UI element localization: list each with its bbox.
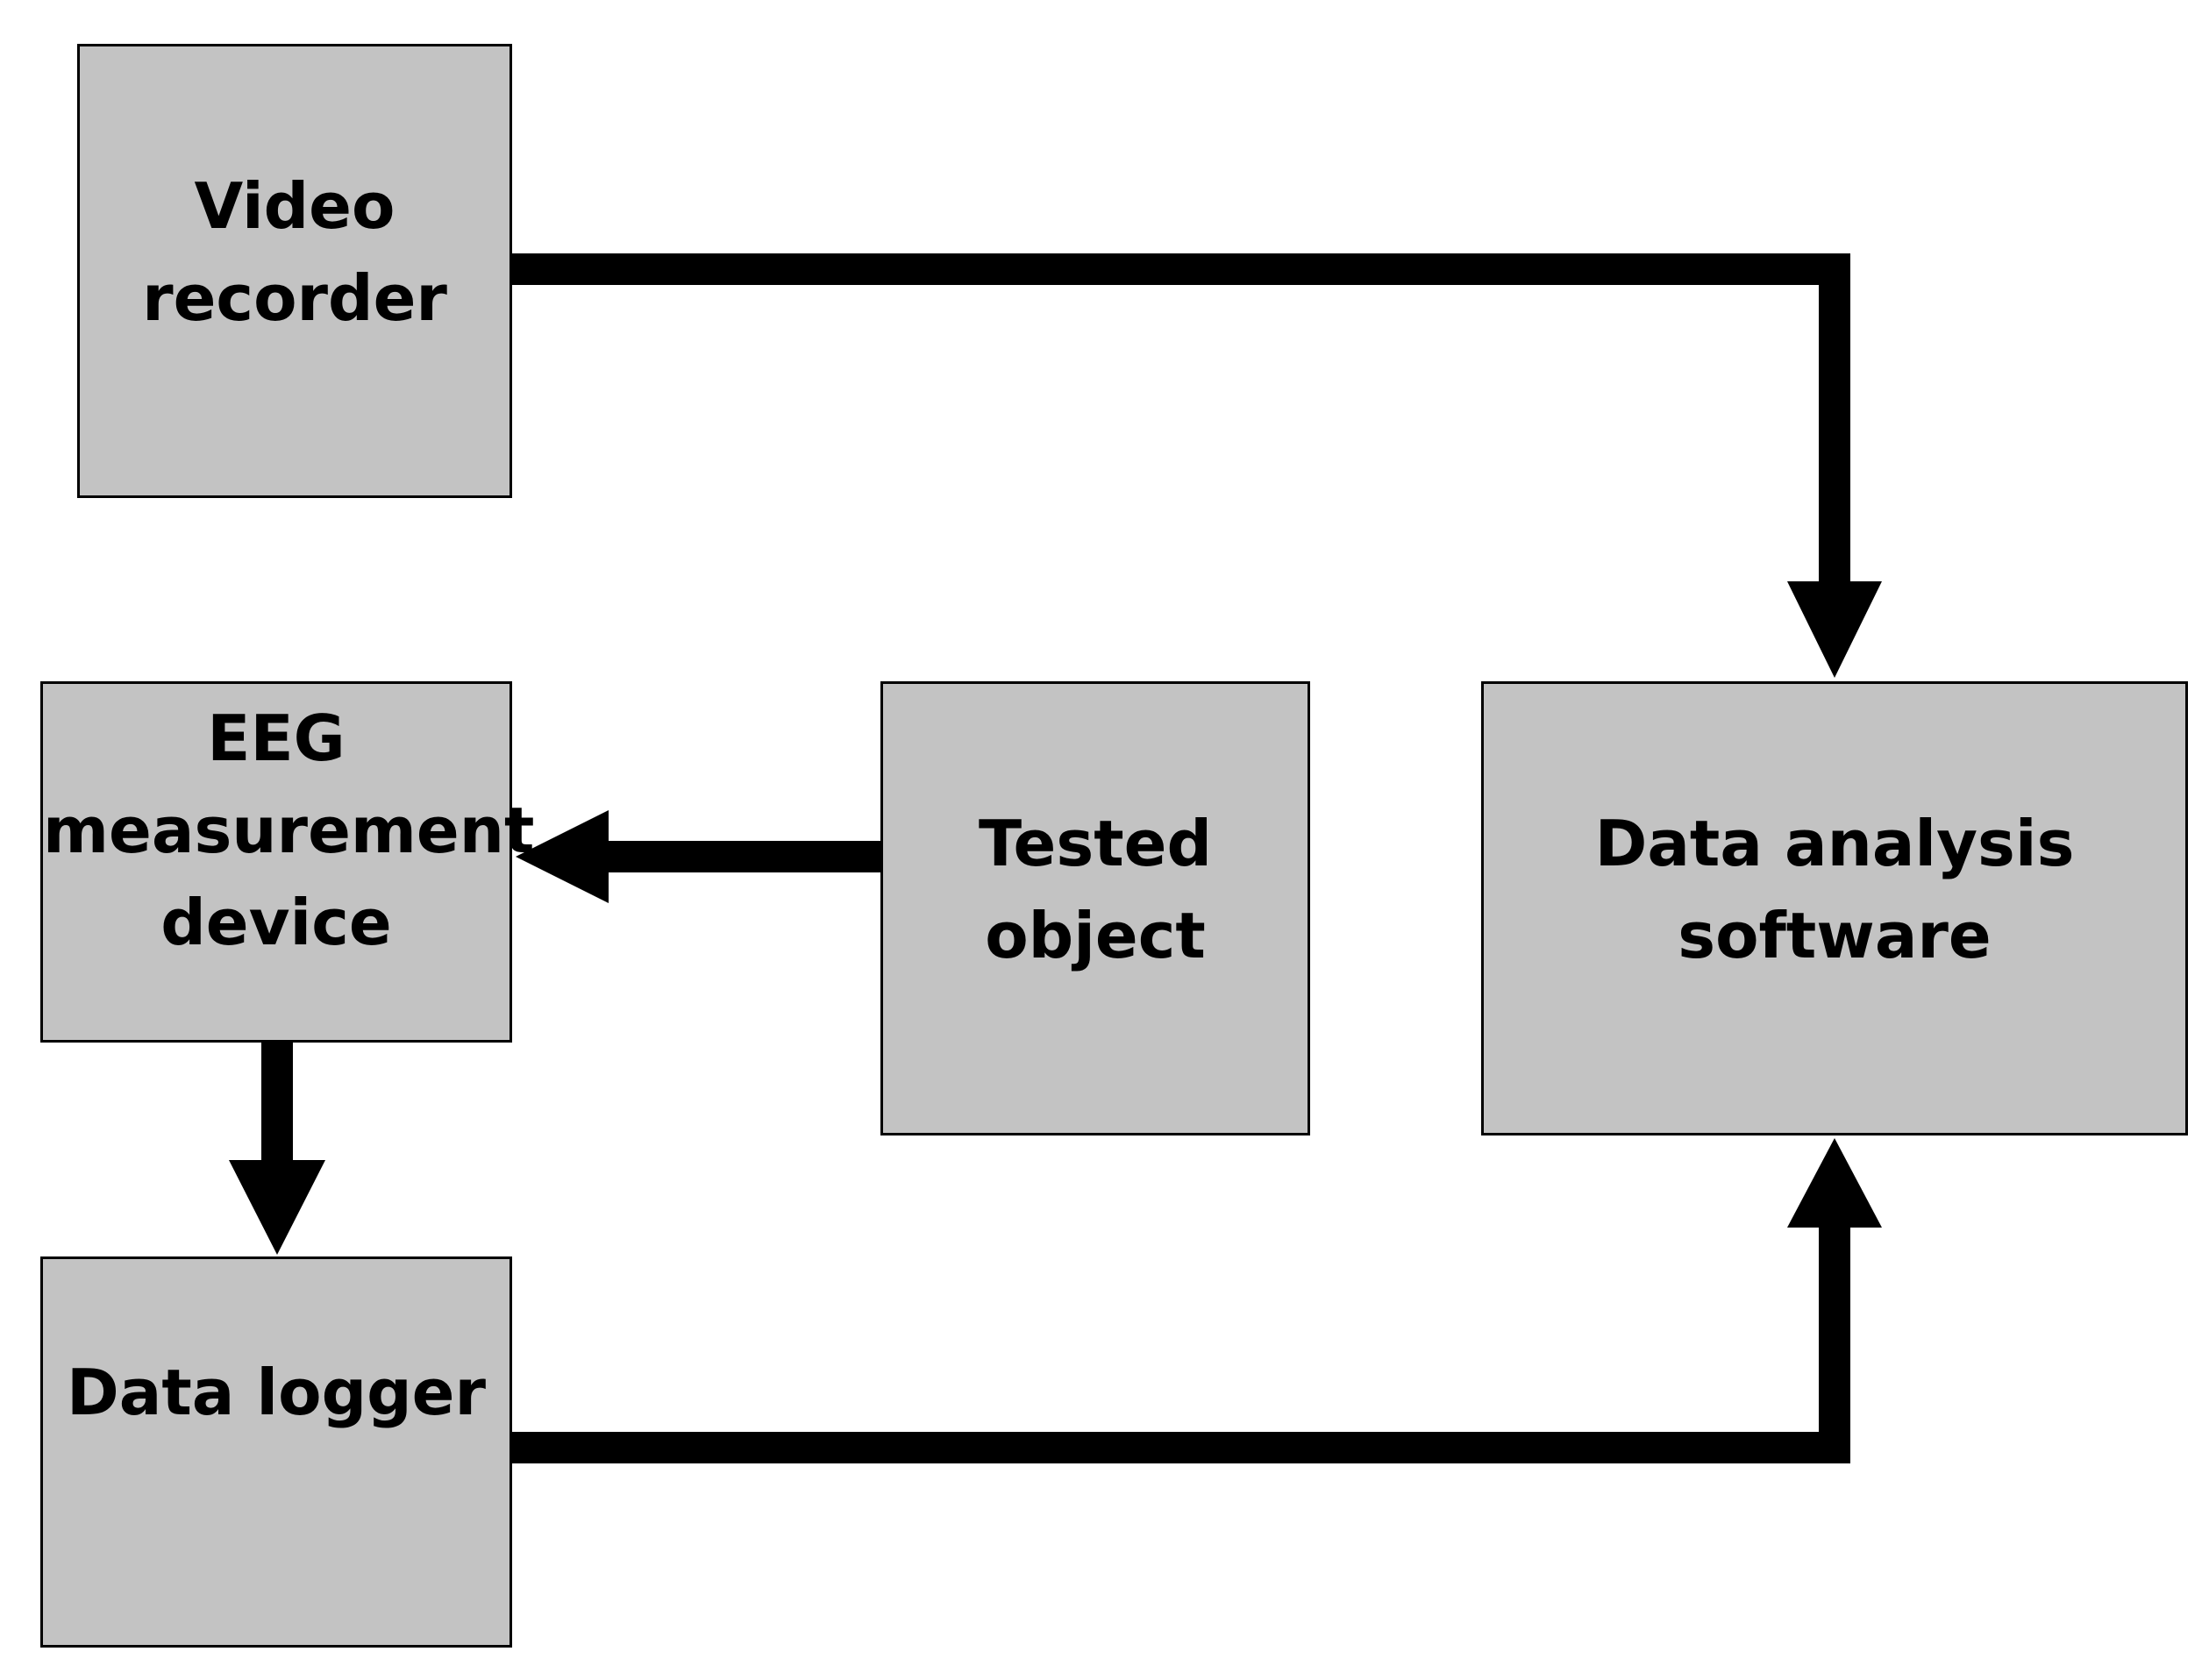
arrowhead-down-icon <box>229 1160 325 1255</box>
arrowhead-left-icon <box>516 810 609 903</box>
arrow-video-to-analysis <box>512 253 1850 587</box>
eeg-measurement-device-block: EEG measurement device <box>40 681 535 1043</box>
block-label-line: software <box>1678 899 1992 972</box>
arrowhead-up-icon <box>1787 1138 1882 1228</box>
data-logger-block: Data logger <box>40 1256 512 1648</box>
data-analysis-software-block: Data analysis software <box>1481 681 2188 1135</box>
block-label-line: Video <box>194 169 395 243</box>
block-label-line: Data analysis <box>1594 807 2075 880</box>
block-label-line: measurement <box>43 794 535 867</box>
arrowhead-down-icon <box>1787 581 1882 678</box>
tested-object-block: Tested object <box>880 681 1310 1135</box>
block-label-line: recorder <box>142 261 447 335</box>
block-label-line: EEG <box>207 701 346 775</box>
block-label-line: object <box>985 899 1206 972</box>
block-label-line: Tested <box>978 807 1213 880</box>
block-label-line: Data logger <box>67 1356 486 1429</box>
video-recorder-block: Video recorder <box>77 44 512 498</box>
block-label-line: device <box>160 886 392 959</box>
arrow-logger-to-analysis <box>512 1219 1850 1463</box>
